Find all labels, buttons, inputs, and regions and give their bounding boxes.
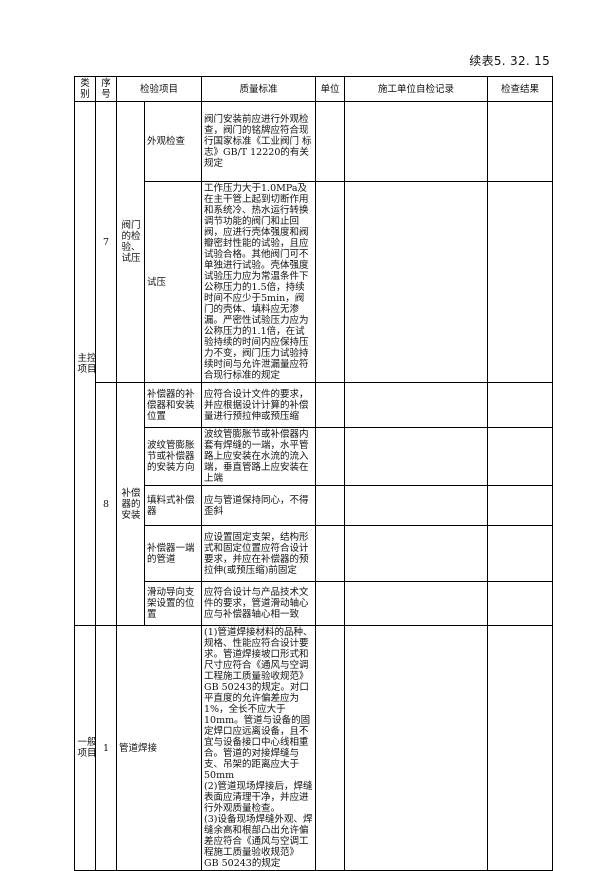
table-row: 波纹管膨胀节或补偿器的安装方向 波纹管膨胀节或补偿器内套有焊缝的一端，水平管路上… xyxy=(75,427,554,486)
header-category: 类别 xyxy=(74,76,96,102)
result-cell[interactable] xyxy=(487,181,554,383)
header-self-check: 施工单位自检记录 xyxy=(344,76,489,102)
table-row: 一般项目 1 管道焊接 (1)管道焊接材料的品种、规格、性能应符合设计要求。管道… xyxy=(74,625,554,871)
standard-packing-compensator: 应与管道保持同心，不得歪斜 xyxy=(201,485,317,526)
item-sliding-support: 滑动导向支架设置的位置 xyxy=(143,581,203,626)
header-unit: 单位 xyxy=(315,76,346,102)
item-pressure-test: 试压 xyxy=(143,181,203,383)
unit-cell[interactable] xyxy=(315,181,346,383)
standard-sliding-support: 应符合设计与产品技术文件的要求，管道滑动轴心应与补偿器轴心相一致 xyxy=(201,581,317,626)
self-check-cell[interactable] xyxy=(344,181,489,383)
item-pipe-welding: 管道焊接 xyxy=(115,625,203,871)
result-cell[interactable] xyxy=(487,525,554,582)
result-cell[interactable] xyxy=(487,485,554,526)
unit-cell[interactable] xyxy=(315,581,346,626)
unit-cell[interactable] xyxy=(315,427,346,486)
header-standard: 质量标准 xyxy=(201,76,317,102)
unit-cell[interactable] xyxy=(315,625,346,871)
standard-compensator-end-pipe: 应设置固定支架，结构形式和固定位置应符合设计要求，并应在补偿器的预拉伸(或预压缩… xyxy=(201,525,317,582)
result-cell[interactable] xyxy=(487,625,554,871)
header-result: 检查结果 xyxy=(487,76,554,102)
table-caption: 续表5. 32. 15 xyxy=(469,54,550,68)
self-check-cell[interactable] xyxy=(344,581,489,626)
item-bellows-direction: 波纹管膨胀节或补偿器的安装方向 xyxy=(143,427,203,486)
group-name-compensator: 补偿器的安装 xyxy=(116,382,145,626)
self-check-cell[interactable] xyxy=(344,382,489,428)
seq-7: 7 xyxy=(95,101,117,383)
seq-general-1: 1 xyxy=(95,625,117,871)
standard-compensator-position: 应符合设计文件的要求，并应根据设计计算的补偿量进行预拉伸或预压缩 xyxy=(201,382,317,428)
table-row: 主控项目 7 阀门的检验、试压 外观检查 阀门安装前应进行外观检查，阀门的铭牌应… xyxy=(74,101,554,626)
item-compensator-end-pipe: 补偿器一端的管道 xyxy=(143,525,203,582)
result-cell[interactable] xyxy=(487,581,554,626)
result-cell[interactable] xyxy=(487,382,554,428)
category-general: 一般项目 xyxy=(74,625,96,871)
standard-pressure-test: 工作压力大于1.0MPa及在主干管上起到切断作用和系统冷、热水运行转换调节功能的… xyxy=(201,181,317,383)
standard-pipe-welding: (1)管道焊接材料的品种、规格、性能应符合设计要求。管道焊接坡口形式和尺寸应符合… xyxy=(201,625,317,871)
table-row: 填料式补偿器 应与管道保持同心，不得歪斜 xyxy=(75,485,554,526)
inspection-table: 类别 序号 检验项目 质量标准 单位 施工单位自检记录 检查结果 主控项目 7 … xyxy=(74,76,554,871)
self-check-cell[interactable] xyxy=(344,625,489,871)
item-packing-compensator: 填料式补偿器 xyxy=(143,485,203,526)
standard-visual-check: 阀门安装前应进行外观检查，阀门的铭牌应符合现行国家标准《工业阀门 标志》GB/T… xyxy=(201,101,317,182)
unit-cell[interactable] xyxy=(315,525,346,582)
self-check-cell[interactable] xyxy=(344,485,489,526)
self-check-cell[interactable] xyxy=(344,525,489,582)
item-visual-check: 外观检查 xyxy=(143,101,203,182)
standard-bellows-direction: 波纹管膨胀节或补偿器内套有焊缝的一端，水平管路上应安装在水流的流入端，垂直管路上… xyxy=(201,427,317,486)
unit-cell[interactable] xyxy=(315,485,346,526)
table-row: 8 补偿器的安装 补偿器的补偿器和安装位置 应符合设计文件的要求，并应根据设计计… xyxy=(75,382,554,626)
unit-cell[interactable] xyxy=(315,382,346,428)
item-compensator-position: 补偿器的补偿器和安装位置 xyxy=(143,382,203,428)
result-cell[interactable] xyxy=(487,101,554,182)
header-row: 类别 序号 检验项目 质量标准 单位 施工单位自检记录 检查结果 xyxy=(74,76,554,102)
seq-8: 8 xyxy=(95,382,117,626)
table-row: 补偿器一端的管道 应设置固定支架，结构形式和固定位置应符合设计要求，并应在补偿器… xyxy=(75,525,554,582)
result-cell[interactable] xyxy=(487,427,554,486)
header-seq: 序号 xyxy=(95,76,117,102)
self-check-cell[interactable] xyxy=(344,101,489,182)
table-row: 试压 工作压力大于1.0MPa及在主干管上起到切断作用和系统冷、热水运行转换调节… xyxy=(75,181,554,383)
table-row: 滑动导向支架设置的位置 应符合设计与产品技术文件的要求，管道滑动轴心应与补偿器轴… xyxy=(75,581,554,626)
self-check-cell[interactable] xyxy=(344,427,489,486)
header-item: 检验项目 xyxy=(115,76,203,102)
category-main: 主控项目 xyxy=(74,101,96,626)
unit-cell[interactable] xyxy=(315,101,346,182)
group-name-valve: 阀门的检验、试压 xyxy=(116,101,145,383)
